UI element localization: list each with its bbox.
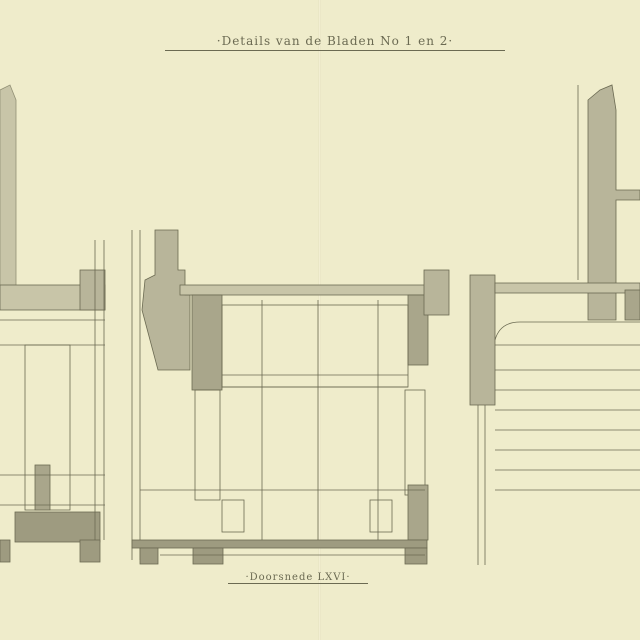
paper-fold	[318, 0, 321, 640]
central-section	[131, 229, 450, 565]
drawing-title: ·Details van de Bladen No 1 en 2·	[165, 34, 505, 51]
section-caption: ·Doorsnede LXVI·	[228, 572, 368, 584]
left-elevation	[0, 84, 106, 563]
right-section	[469, 84, 640, 565]
